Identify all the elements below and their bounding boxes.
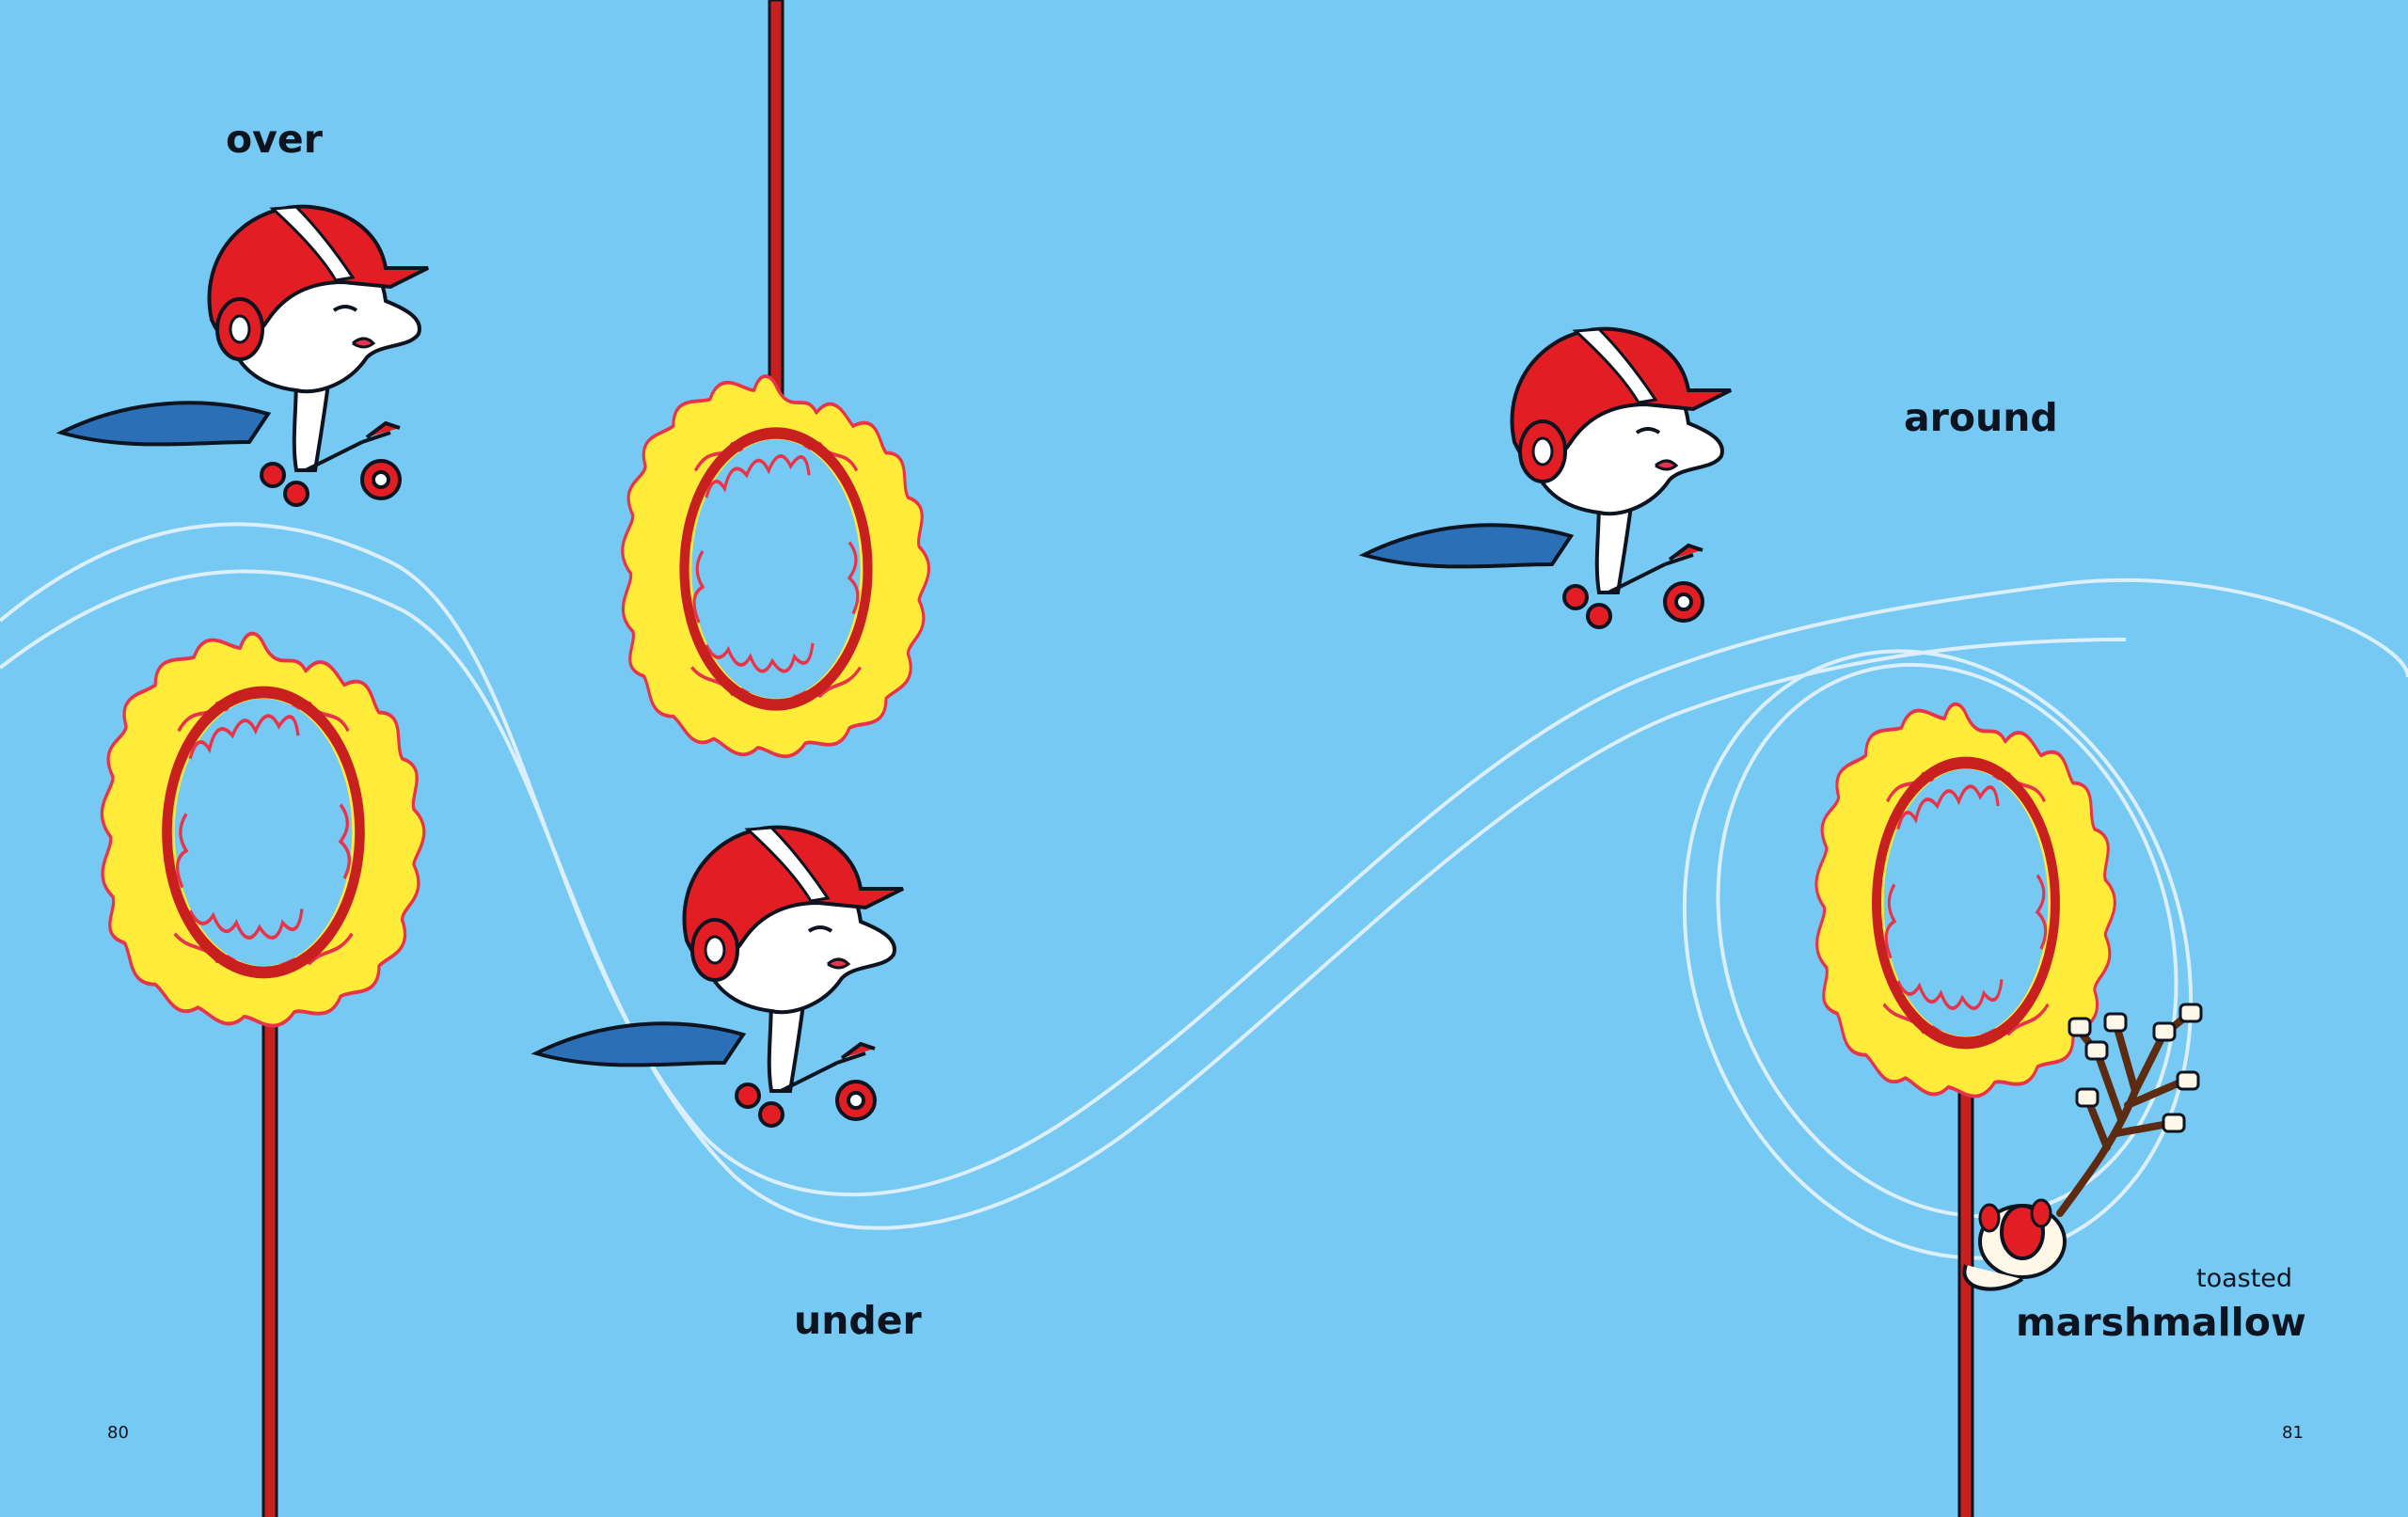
rider-on-tricycle-icon xyxy=(59,204,430,507)
rider-on-tricycle-icon xyxy=(534,825,905,1128)
fire-hoop-icon xyxy=(1816,704,2115,1097)
fire-hoop-icon xyxy=(623,376,929,756)
word-around: around xyxy=(1904,395,2058,440)
fire-hoop-icon xyxy=(102,634,423,1026)
word-toasted: toasted xyxy=(2196,1264,2293,1293)
word-over: over xyxy=(226,117,323,162)
rider-on-tricycle-icon xyxy=(1362,326,1733,629)
word-under: under xyxy=(794,1298,922,1343)
page-number-left: 80 xyxy=(107,1423,129,1443)
page-number-right: 81 xyxy=(2282,1423,2304,1443)
word-marshmallow: marshmallow xyxy=(2016,1300,2306,1345)
